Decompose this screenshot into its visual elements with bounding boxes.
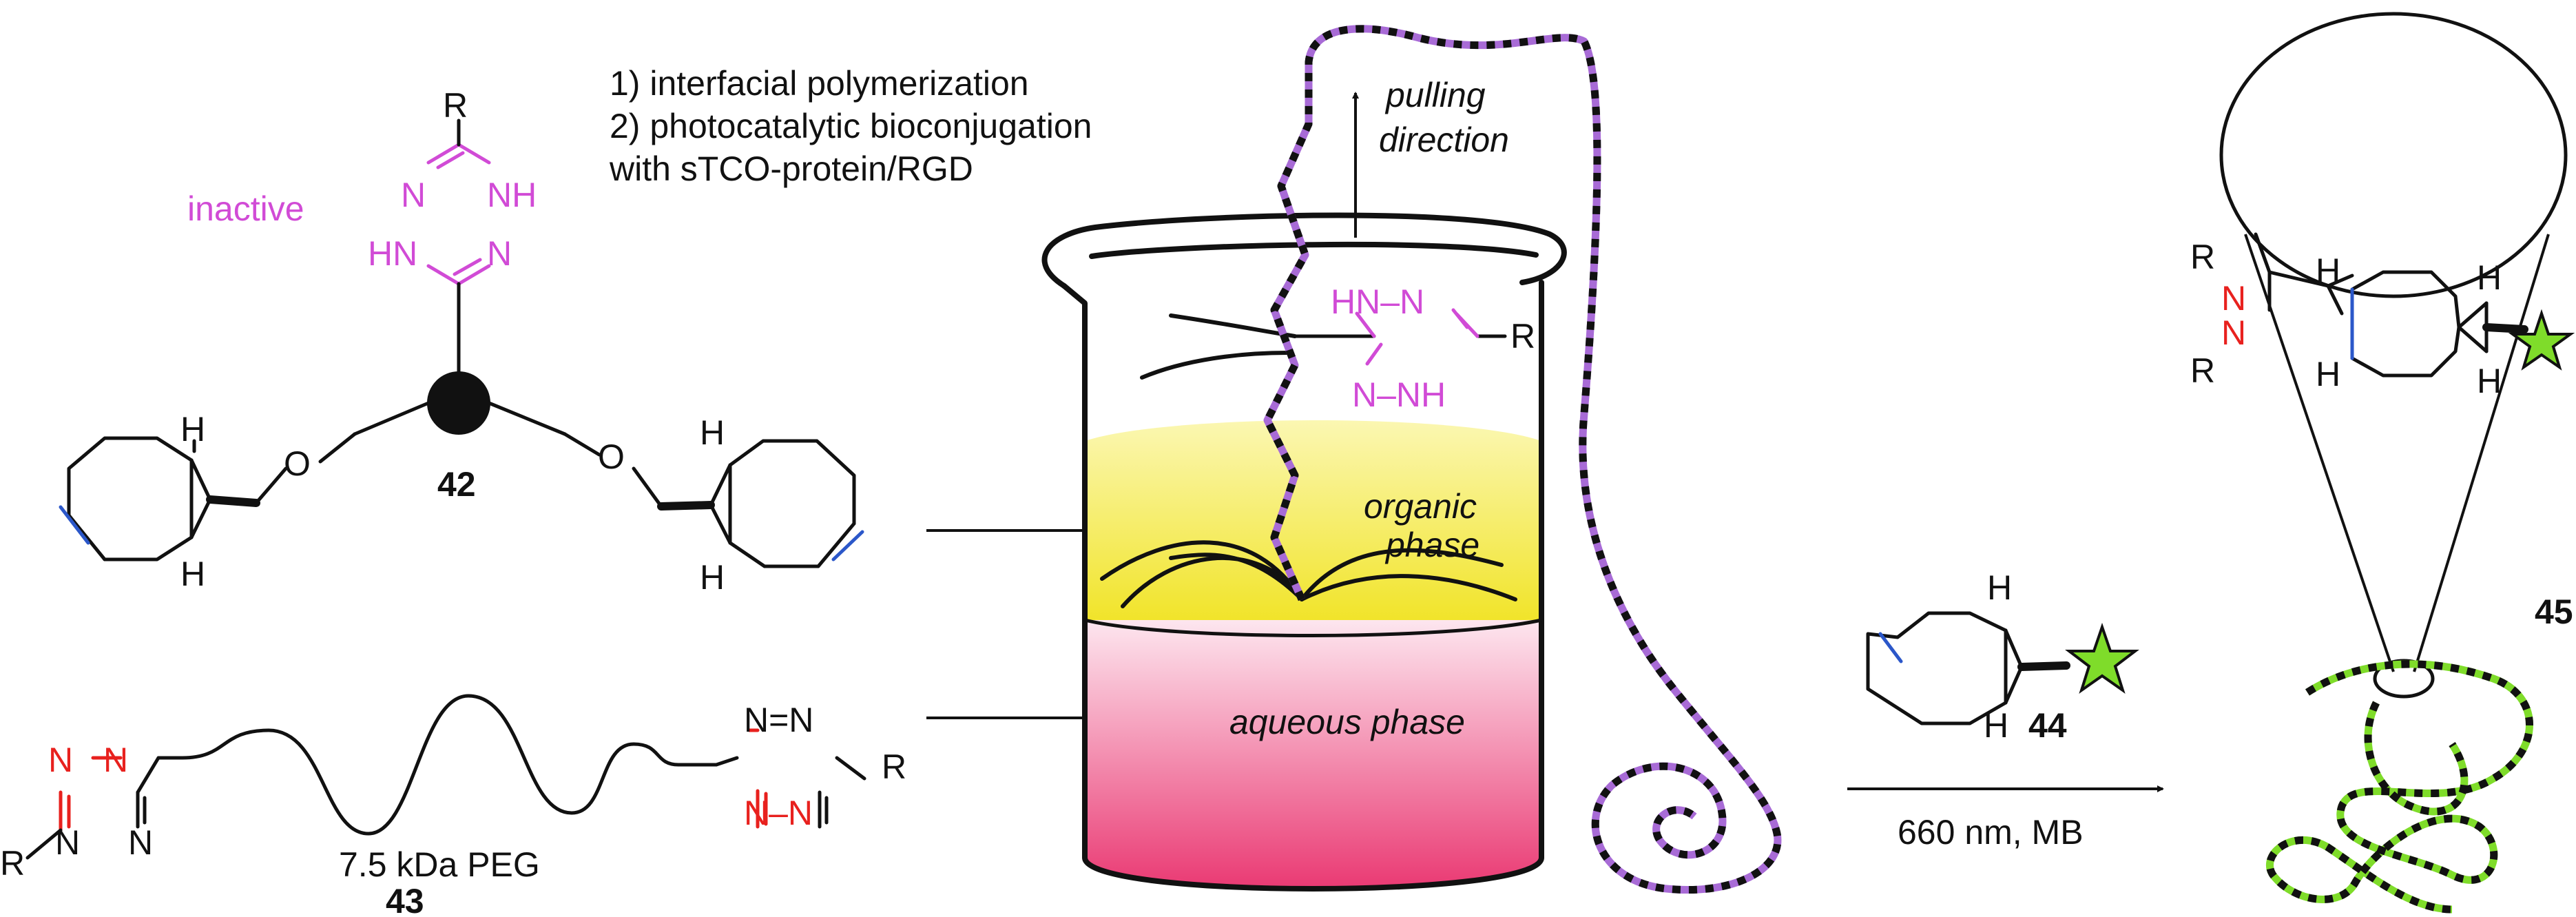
condition-step3: with sTCO-protein/RGD [609,150,973,188]
atom-N: N [55,823,80,862]
aqueous-phase [1085,620,1541,887]
atom-H: H [2316,355,2340,393]
atom-N: N [487,234,512,273]
dihydrotetrazine-ring [426,143,491,286]
compound-45: R R N N H H H H 45 [2190,12,2575,914]
peg-label: 7.5 kDa PEG [339,845,540,884]
zoom-line-right [2413,234,2550,672]
compound-44-atoms: H H 44 [1984,568,2067,745]
atom-HN: HN [368,234,417,273]
central-node [427,371,490,435]
organic-phase [1085,420,1541,620]
atom-H: H [180,410,205,449]
zoom-line-left [2244,234,2395,672]
condition-step1: 1) interfacial polymerization [610,64,1029,103]
atom-O: O [598,437,625,476]
atom-H: H [1987,568,2012,607]
star-icon [2065,622,2139,694]
pulling-label-line2: direction [1379,121,1509,159]
atom-R: R [2190,238,2215,276]
fiber-dihydrotetrazine-atoms: HN–N N–NH R [1331,282,1535,414]
atom-N-NH: N–NH [1352,375,1446,414]
atom-O: O [284,444,311,483]
atom-H: H [1984,706,2008,745]
atom-N: N [128,823,153,862]
atom-NN-top: N=N [744,701,813,739]
atom-R: R [1510,317,1535,356]
condition-step2: 2) photocatalytic bioconjugation [610,107,1092,145]
compound-45-number: 45 [2535,593,2573,631]
atom-H: H [2477,362,2502,400]
aqueous-label: aqueous phase [1229,703,1465,741]
crosslinked-fiber [2266,660,2533,914]
compound-45-atoms: R R N N H H H H 45 [2190,238,2573,631]
inactive-label: inactive [187,189,304,228]
atom-H: H [2477,258,2502,297]
beaker: organic phase aqueous phase [1041,212,1567,892]
atom-HN-N: HN–N [1331,282,1424,321]
atom-R: R [2190,351,2215,390]
compound-42 [59,119,864,568]
atom-N: N [48,741,73,779]
atom-N: N [2221,279,2246,318]
atom-N: N [401,176,426,214]
fiber-dihydrotetrazine [1293,308,1507,366]
compound-43-number: 43 [386,882,424,917]
atom-R: R [882,748,906,786]
star-icon [2508,309,2575,371]
atom-NN-bottom: N–N [744,794,813,832]
atom-R: R [443,86,468,125]
organic-label-line1: organic [1364,487,1477,526]
compound-42-number: 42 [437,465,476,504]
atom-H: H [700,413,725,452]
conditions-text: 1) interfacial polymerization 2) photoca… [609,64,1092,188]
organic-label-line2: phase [1384,526,1479,564]
pulling-label-line1: pulling [1384,76,1486,114]
atom-NH: NH [487,176,537,214]
atom-H: H [700,558,725,597]
atom-N: N [103,741,128,779]
atom-H: H [2316,251,2340,290]
compound-44 [1866,611,2070,725]
atom-H: H [180,555,205,593]
polymer-fiber [1263,25,1782,894]
compound-43-atoms: N N R N N N=N N–N R 7.5 kDa PEG 43 [0,701,906,917]
compound-43 [25,694,866,860]
reaction-condition: 660 nm, MB [1898,813,2084,852]
zoom-ellipse [2219,12,2568,298]
atom-R: R [0,844,25,883]
compound-44-number: 44 [2028,706,2067,745]
atom-N: N [2221,313,2246,352]
compound-42-atoms: R N NH HN N O O H H H H inactive 42 [180,86,725,597]
